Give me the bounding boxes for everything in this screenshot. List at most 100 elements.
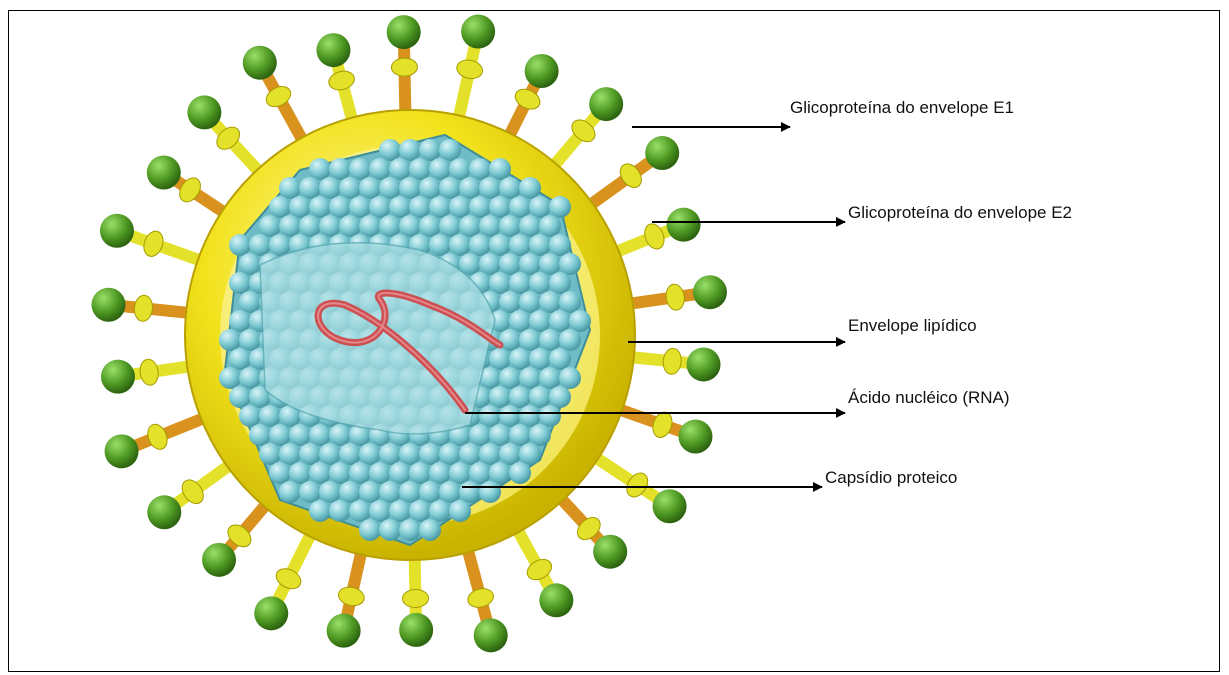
capsomere — [539, 291, 561, 313]
capsomere — [529, 348, 551, 370]
capsomere — [249, 424, 271, 446]
capsomere — [249, 234, 271, 256]
capsomere — [509, 272, 531, 294]
glycoprotein-spike — [628, 275, 727, 311]
capsomere — [539, 405, 561, 427]
capsomere — [519, 329, 541, 351]
capsomere — [289, 462, 311, 484]
capsomere — [519, 215, 541, 237]
capsomere — [409, 158, 431, 180]
capsomere — [479, 443, 501, 465]
capsomere — [339, 215, 361, 237]
capsomere — [449, 158, 471, 180]
capsomere — [569, 310, 591, 332]
capsomere — [469, 158, 491, 180]
capsomere — [559, 367, 581, 389]
glycoprotein-spike — [516, 528, 573, 618]
capsomere — [269, 234, 291, 256]
glycoprotein-spike — [187, 95, 260, 173]
capsomere — [419, 443, 441, 465]
capsomere — [339, 481, 361, 503]
capsomere — [259, 215, 281, 237]
capsomere — [479, 215, 501, 237]
capsomere — [329, 500, 351, 522]
label-lipid-envelope: Envelope lipídico — [848, 316, 977, 336]
capsomere — [369, 500, 391, 522]
capsomere — [289, 196, 311, 218]
capsomere — [259, 443, 281, 465]
capsomere — [409, 500, 431, 522]
capsomere — [369, 196, 391, 218]
capsomere — [549, 234, 571, 256]
capsomere — [439, 177, 461, 199]
glycoprotein-spike — [316, 33, 356, 122]
capsomere — [439, 215, 461, 237]
capsomere — [419, 139, 441, 161]
capsomere — [519, 291, 541, 313]
capsomere — [539, 253, 561, 275]
capsomere — [379, 215, 401, 237]
capsomere — [239, 253, 261, 275]
capsomere — [329, 424, 351, 446]
glycoprotein-spike — [147, 464, 231, 530]
capsomere — [399, 481, 421, 503]
capsomere — [359, 519, 381, 541]
capsomere — [319, 443, 341, 465]
capsomere — [539, 215, 561, 237]
capsomere — [269, 424, 291, 446]
capsomere — [519, 253, 541, 275]
capsomere — [449, 234, 471, 256]
capsomere — [349, 196, 371, 218]
capsomere — [379, 481, 401, 503]
capsomere — [389, 462, 411, 484]
glycoprotein-spike — [559, 497, 627, 569]
capsomere — [259, 405, 281, 427]
capsomere — [409, 462, 431, 484]
capsomere — [539, 329, 561, 351]
capsomere — [279, 481, 301, 503]
capsomere — [489, 424, 511, 446]
capsomere — [289, 424, 311, 446]
capsomere — [359, 215, 381, 237]
capsomere — [359, 481, 381, 503]
capsomere — [419, 215, 441, 237]
capsomere — [349, 500, 371, 522]
capsomere — [489, 234, 511, 256]
capsomere — [399, 215, 421, 237]
glycoprotein-spike — [92, 288, 192, 322]
capsomere — [459, 443, 481, 465]
capsomere — [449, 500, 471, 522]
capsomere — [299, 481, 321, 503]
capsomere — [299, 177, 321, 199]
glycoprotein-spike — [466, 547, 508, 652]
capsomere — [309, 500, 331, 522]
capsomere — [279, 177, 301, 199]
label-e1-glycoprotein: Glicoproteína do envelope E1 — [790, 98, 1014, 118]
capsomere — [519, 405, 541, 427]
capsomere — [429, 462, 451, 484]
glycoprotein-spike — [455, 15, 495, 121]
capsomere — [399, 443, 421, 465]
capsomere — [499, 177, 521, 199]
capsomere — [559, 291, 581, 313]
capsomere — [549, 310, 571, 332]
capsomere — [389, 196, 411, 218]
capsomere — [529, 272, 551, 294]
capsomere — [379, 177, 401, 199]
capsomere — [419, 177, 441, 199]
capsomere — [499, 215, 521, 237]
capsomere — [489, 158, 511, 180]
capsomere — [319, 481, 341, 503]
glycoprotein-spike — [629, 347, 721, 381]
capsomere — [219, 367, 241, 389]
capsomere — [279, 215, 301, 237]
capsomere — [309, 196, 331, 218]
capsomere — [379, 139, 401, 161]
label-capsid: Capsídio proteico — [825, 468, 957, 488]
capsomere — [489, 272, 511, 294]
capsomere — [549, 196, 571, 218]
capsomere — [229, 272, 251, 294]
label-e2-glycoprotein: Glicoproteína do envelope E2 — [848, 203, 1072, 223]
capsomere — [489, 196, 511, 218]
capsomere — [439, 139, 461, 161]
